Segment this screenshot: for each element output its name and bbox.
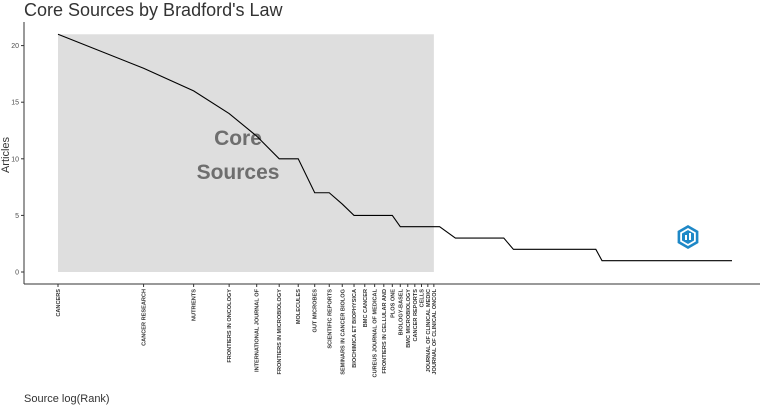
x-tick-label: NUTRIENTS (192, 289, 198, 321)
x-tick-label: FRONTIERS IN ONCOLOGY (227, 289, 233, 363)
x-tick-label: SCIENTIFIC REPORTS (327, 289, 333, 349)
x-tick-label: CANCERS (56, 289, 62, 317)
y-tick-label: 5 (15, 213, 19, 220)
y-tick-label: 15 (11, 100, 19, 107)
core-zone-label-line2: Sources (197, 161, 280, 184)
x-tick-label: CUREUS JOURNAL OF MEDICAL (373, 288, 379, 377)
y-tick-label: 0 (15, 270, 19, 277)
x-tick-label: PLOS ONE (390, 289, 396, 318)
x-tick-label: JOURNAL OF CLINICAL MEDIC (426, 289, 432, 372)
x-tick-label: BIOCHIMICA ET BIOPHYSICA (352, 289, 358, 368)
x-tick-label: CANCER REPORTS (413, 289, 419, 342)
x-tick-label: MOLECULES (296, 289, 302, 324)
y-tick-label: 10 (11, 156, 19, 163)
x-tick-label: BMC CANCER (363, 289, 369, 327)
x-tick-label: JOURNAL OF CLINICAL ONCOL (432, 288, 438, 374)
y-tick-label: 20 (11, 43, 19, 50)
chart-title: Core Sources by Bradford's Law (24, 0, 284, 20)
hexagon-badge-icon (677, 225, 699, 249)
x-tick-label: SEMINARS IN CANCER BIOLOG (340, 289, 346, 375)
articles-line (57, 33, 732, 262)
x-tick-label: CANCER RESEARCH (142, 289, 148, 346)
x-tick-label: INTERNATIONAL JOURNAL OF (255, 288, 261, 372)
core-zone-label-line1: Core (214, 127, 262, 150)
x-tick-label: BIOLOGY-BASEL (398, 288, 404, 335)
core-zone-rect (58, 34, 434, 272)
x-axis-title: Source log(Rank) (24, 393, 110, 405)
x-tick-label: FRONTIERS IN MICROBIOLOGY (277, 289, 283, 375)
y-axis-title: Articles (0, 136, 12, 173)
x-tick-label: CELLS (419, 289, 425, 308)
x-tick-label: FRONTIERS IN CELLULAR AND (382, 289, 388, 374)
x-tick-label: GUT MICROBES (313, 289, 319, 333)
x-tick-label: BMC MICROBIOLOGY (406, 289, 412, 348)
